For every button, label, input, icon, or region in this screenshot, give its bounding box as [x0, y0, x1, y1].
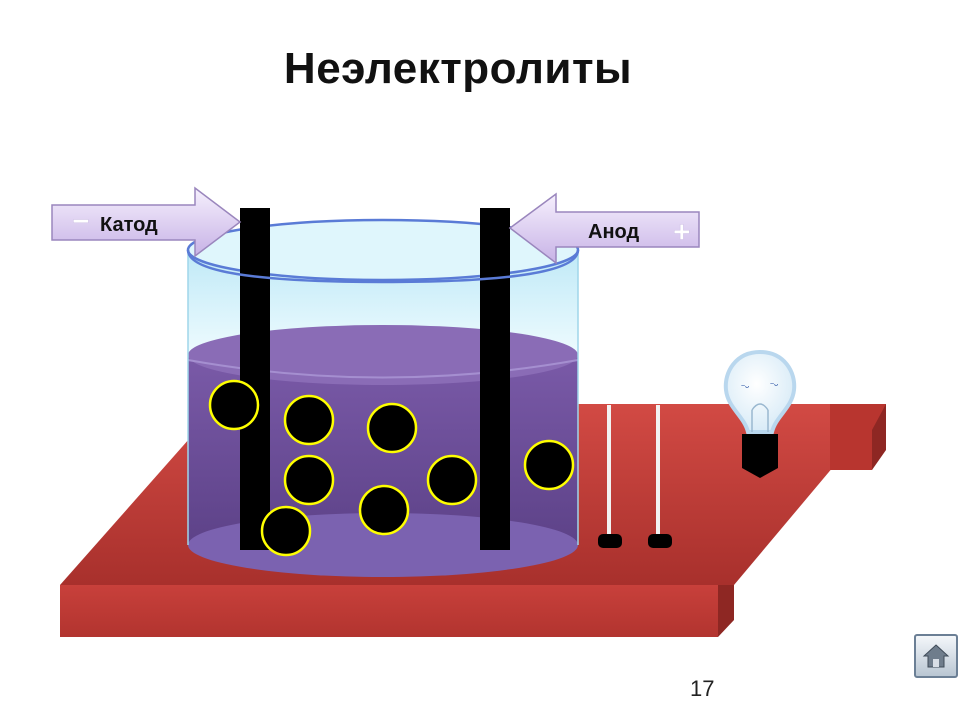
cathode-electrode — [240, 208, 270, 550]
anode-electrode — [480, 208, 510, 550]
molecule — [283, 394, 335, 446]
cathode-label: Катод — [100, 214, 158, 236]
anode-label: Анод — [588, 221, 639, 243]
lightbulb-icon: ~ᴗ ~ᴗ — [723, 349, 797, 478]
svg-text:~ᴗ: ~ᴗ — [770, 381, 778, 388]
molecules — [208, 379, 575, 557]
molecule — [358, 484, 410, 536]
molecule — [426, 454, 478, 506]
molecule — [260, 505, 312, 557]
cathode-arrow: − Катод — [51, 186, 242, 258]
molecule — [366, 402, 418, 454]
molecule — [523, 439, 575, 491]
molecule — [208, 379, 260, 431]
anode-arrow: Анод + — [508, 192, 700, 265]
svg-text:~ᴗ: ~ᴗ — [741, 383, 749, 390]
home-button[interactable] — [914, 634, 958, 678]
circuit-wires — [598, 405, 672, 548]
anode-sign: + — [673, 216, 691, 249]
home-icon — [922, 644, 950, 668]
slide-title: Неэлектролиты — [283, 44, 633, 93]
molecule — [283, 454, 335, 506]
page-number: 17 — [690, 676, 715, 701]
cathode-sign: − — [72, 205, 90, 238]
